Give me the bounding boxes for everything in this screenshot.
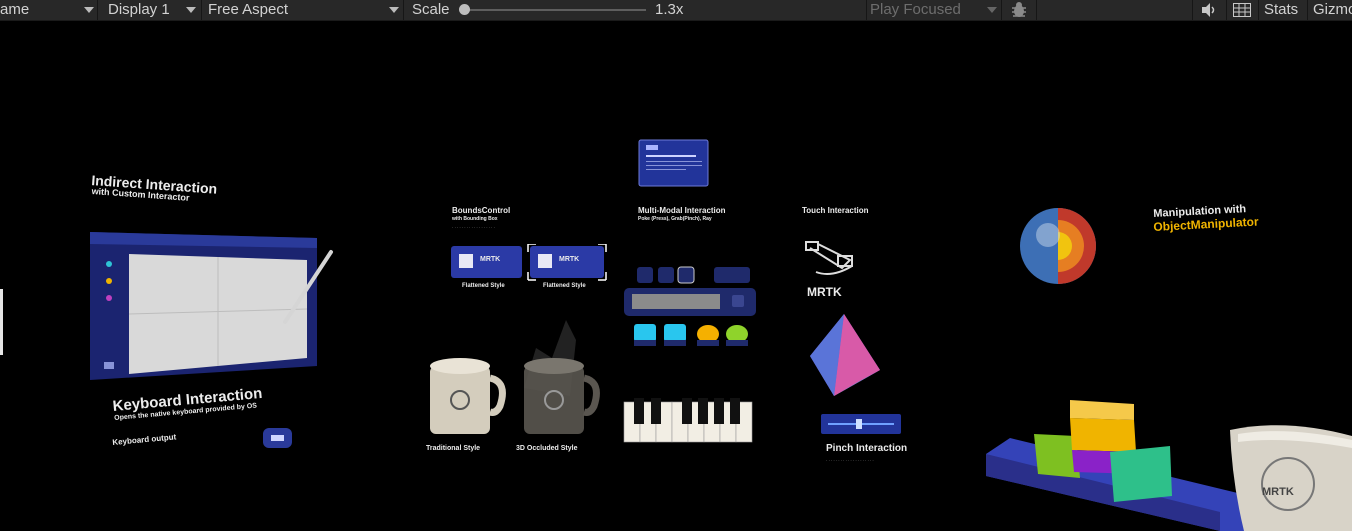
bounds-control-subtitle: with Bounding Box — [452, 216, 498, 222]
keyboard-open-button[interactable] — [262, 426, 294, 450]
game-viewport[interactable]: Indirect Interaction with Custom Interac… — [0, 21, 1352, 531]
scale-slider-handle[interactable] — [459, 4, 470, 15]
bounds-control-title: BoundsControl — [452, 206, 511, 215]
toolbar-divider — [1226, 0, 1227, 20]
aspect-chevron-down-icon[interactable] — [389, 7, 399, 13]
scale-value: 1.3x — [655, 1, 684, 18]
multi-modal-title: Multi-Modal Interaction — [638, 206, 726, 215]
mrtk-mug-model[interactable] — [1226, 422, 1352, 531]
mug-models[interactable] — [420, 318, 620, 446]
traditional-style-caption: Traditional Style — [426, 445, 481, 452]
bug-icon[interactable] — [1010, 1, 1028, 19]
game-tab-chevron-down-icon[interactable] — [84, 7, 94, 13]
keyboard-output-label: Keyboard output — [112, 432, 177, 447]
game-tab-label[interactable]: ame — [0, 1, 30, 18]
piano-keys[interactable] — [622, 396, 756, 446]
mug-mrtk-logo-text: MRTK — [1262, 486, 1294, 498]
toolbar-divider — [1258, 0, 1259, 20]
pinch-interaction-title: Pinch Interaction — [826, 443, 908, 454]
display-chevron-down-icon[interactable] — [186, 7, 196, 13]
scale-label: Scale — [412, 1, 450, 18]
touch-interaction-title: Touch Interaction — [802, 206, 869, 215]
pinch-slider[interactable] — [820, 413, 902, 435]
keyboard-grid-icon[interactable] — [1233, 3, 1251, 17]
speaker-icon[interactable] — [1200, 2, 1218, 18]
play-mode-chevron-down-icon[interactable] — [987, 7, 997, 13]
flattened-style-caption-left: Flattened Style — [462, 283, 505, 289]
toolbar-divider — [866, 0, 867, 20]
display-dropdown[interactable]: Display 1 — [108, 1, 170, 18]
viewport-edge-marker — [0, 289, 3, 355]
pinch-interaction-description: · · · · · · · · · · · · · · · · · · · · — [826, 458, 874, 463]
touch-mrtk-logo-text: MRTK — [807, 285, 842, 299]
play-mode-dropdown[interactable]: Play Focused — [870, 1, 961, 18]
multi-modal-controls[interactable] — [622, 264, 758, 354]
mrtk-logo-icon — [805, 241, 853, 275]
toolbar-divider — [1001, 0, 1002, 20]
flattened-style-caption-right: Flattened Style — [543, 283, 586, 289]
aspect-dropdown[interactable]: Free Aspect — [208, 1, 289, 18]
bounds-control-description: · · · · · · · · · · · · · · · · · · — [452, 225, 495, 230]
stats-button[interactable]: Stats — [1264, 1, 1299, 18]
toolbar-divider — [97, 0, 98, 20]
bounds-card-logo-left: MRTK — [480, 256, 501, 263]
toolbar-divider — [1192, 0, 1193, 20]
crystal-shape[interactable] — [806, 312, 884, 398]
toolbar-divider — [403, 0, 404, 20]
bounds-control-cards[interactable] — [450, 244, 610, 284]
interaction-hint-card[interactable] — [638, 139, 710, 189]
bounds-card-logo-right: MRTK — [559, 256, 580, 263]
earth-core-model[interactable] — [1016, 205, 1100, 287]
toolbar-divider — [1036, 0, 1037, 20]
toolbar-divider — [1307, 0, 1308, 20]
scale-slider-track[interactable] — [462, 9, 646, 11]
toolbar-divider — [201, 0, 202, 20]
game-view-toolbar: ame Display 1 Free Aspect Scale 1.3x Pla… — [0, 0, 1352, 21]
occluded-style-caption: 3D Occluded Style — [516, 445, 578, 452]
manipulation-blocks[interactable] — [980, 400, 1250, 531]
multi-modal-subtitle: Poke (Press), Grab(Pinch), Ray — [638, 216, 712, 222]
gizmos-button[interactable]: Gizmo — [1313, 1, 1352, 18]
drawing-board-panel[interactable] — [85, 228, 345, 388]
